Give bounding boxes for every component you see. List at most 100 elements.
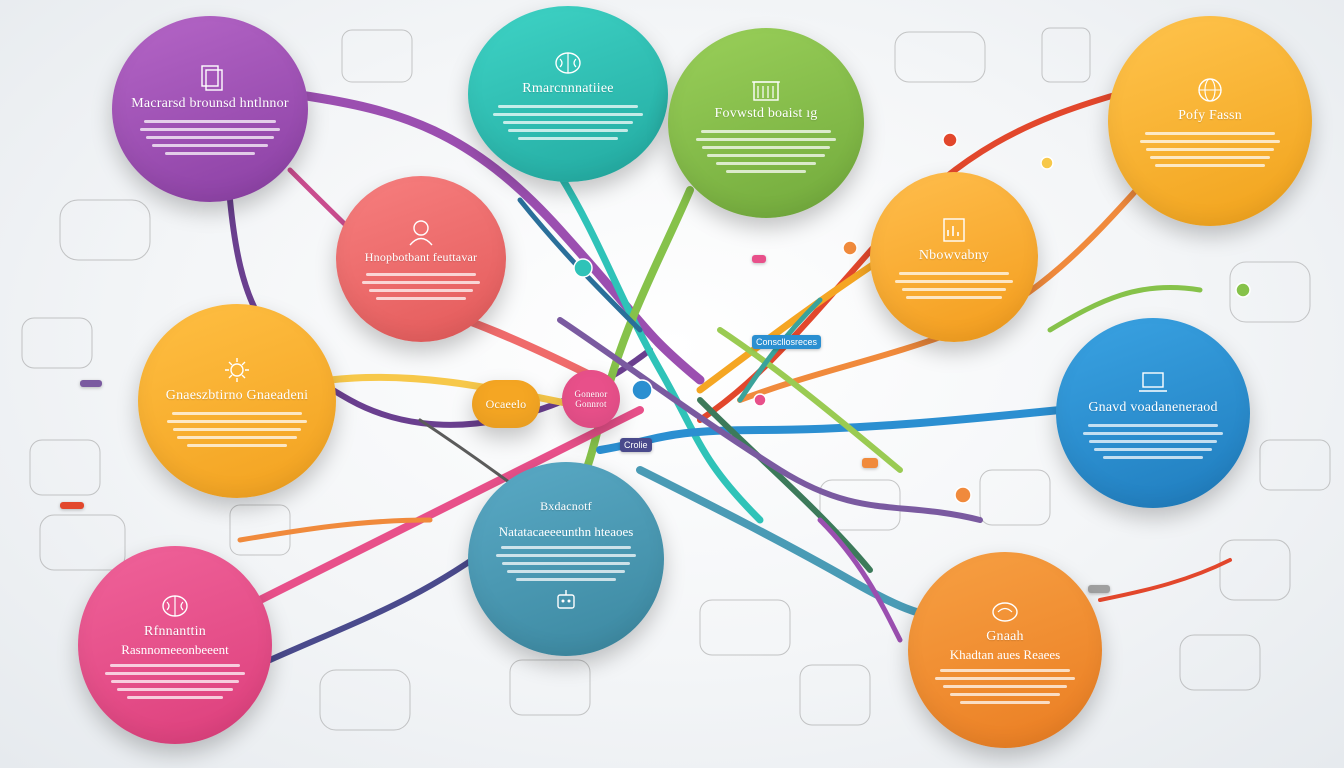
topic-text-lines bbox=[493, 104, 643, 140]
topic-text-lines bbox=[1083, 423, 1223, 459]
connector-tag[interactable] bbox=[1088, 585, 1110, 593]
topic-subtitle: Khadtan aues Reaees bbox=[949, 646, 1061, 662]
sketch-card bbox=[699, 599, 791, 656]
connector-tag[interactable]: Conscllosreces bbox=[752, 335, 822, 349]
sketch-card bbox=[59, 199, 151, 261]
topic-text-lines bbox=[167, 411, 307, 447]
topic-title: Gnaah bbox=[986, 628, 1024, 644]
sketch-card bbox=[509, 659, 591, 716]
topic-node-blue[interactable]: Gnavd voadaneneraod bbox=[1056, 318, 1250, 508]
person-icon bbox=[409, 220, 433, 246]
topic-node-orange-bottom[interactable]: Gnaah Khadtan aues Reaees bbox=[908, 552, 1102, 748]
hub-label-tag[interactable]: Crolie bbox=[620, 438, 652, 452]
laptop-icon bbox=[1139, 371, 1167, 392]
topic-node-coral[interactable]: Hnopbotbant feuttavar bbox=[336, 176, 506, 342]
ribbon-connector bbox=[697, 397, 873, 573]
topic-text-lines bbox=[105, 663, 245, 699]
topic-node-orange-left[interactable]: Gnaeszbtirno Gnaeadeni bbox=[138, 304, 336, 498]
connector-tag[interactable] bbox=[60, 502, 84, 509]
topic-node-pink[interactable]: Rfnnanttin Rasnnomeeonbeeent bbox=[78, 546, 272, 744]
topic-text-lines bbox=[696, 129, 836, 173]
topic-text-lines bbox=[362, 273, 480, 300]
connector-tag[interactable] bbox=[80, 380, 102, 387]
sketch-card bbox=[819, 479, 901, 531]
ribbon-connector bbox=[817, 517, 903, 643]
gear-icon bbox=[225, 357, 249, 382]
hub-node-title: Ocaeelo bbox=[485, 396, 527, 411]
sketch-card bbox=[799, 664, 871, 726]
sketch-card bbox=[29, 439, 101, 496]
junction-node[interactable] bbox=[954, 486, 972, 504]
connector-tag[interactable] bbox=[862, 458, 878, 468]
chart-icon bbox=[943, 217, 965, 242]
topic-text-lines bbox=[1140, 131, 1280, 167]
ribbon-connector bbox=[237, 517, 433, 543]
topic-title: Bxdacnotf bbox=[540, 499, 592, 513]
hand-icon bbox=[992, 601, 1018, 622]
document-stack-icon bbox=[201, 64, 223, 91]
ribbon-connector bbox=[1098, 558, 1232, 602]
sketch-card bbox=[1179, 634, 1261, 691]
topic-text-lines bbox=[935, 668, 1075, 704]
ribbon-connector bbox=[636, 466, 944, 624]
sketch-card bbox=[39, 514, 126, 571]
connector-tag[interactable] bbox=[752, 255, 766, 263]
ribbon-connector bbox=[1047, 284, 1203, 333]
building-icon bbox=[752, 80, 780, 101]
junction-node[interactable] bbox=[573, 258, 593, 278]
junction-node[interactable] bbox=[1235, 282, 1251, 298]
topic-title: Gnavd voadaneneraod bbox=[1088, 399, 1218, 415]
ribbon-connector bbox=[696, 256, 884, 394]
topic-title: Fovwstd boaist ıg bbox=[714, 105, 818, 121]
ribbon-connector bbox=[556, 171, 764, 524]
sketch-card bbox=[319, 669, 411, 731]
topic-title: Gnaeszbtirno Gnaeadeni bbox=[165, 387, 309, 403]
junction-node[interactable] bbox=[631, 379, 653, 401]
topic-text-lines bbox=[496, 546, 636, 581]
ribbon-connector bbox=[557, 317, 983, 523]
sketch-card bbox=[979, 469, 1051, 526]
topic-text-lines bbox=[895, 271, 1013, 299]
junction-node[interactable] bbox=[753, 393, 767, 407]
sketch-card bbox=[1041, 27, 1091, 83]
topic-node-purple[interactable]: Macrarsd brounsd hntlnnor bbox=[112, 16, 308, 202]
ribbon-connector bbox=[295, 90, 705, 385]
topic-subtitle: Natatacaeeeunthn hteaoes bbox=[498, 524, 634, 539]
topic-title: Rfnnanttin bbox=[144, 623, 206, 639]
topic-title: Hnopbotbant feuttavar bbox=[364, 250, 478, 264]
topic-text-lines bbox=[140, 119, 280, 155]
sketch-card bbox=[894, 31, 986, 83]
topic-node-amber[interactable]: Nbowvabny bbox=[870, 172, 1038, 342]
robot-icon bbox=[557, 590, 575, 609]
sketch-card bbox=[229, 504, 291, 556]
junction-node[interactable] bbox=[1040, 156, 1054, 170]
hub-node-orange[interactable]: Ocaeelo bbox=[472, 380, 540, 428]
topic-subtitle: Rasnnomeeonbeeent bbox=[121, 641, 229, 657]
topic-title: Rmarcnnnatiiee bbox=[522, 80, 614, 96]
ribbon-connector bbox=[326, 373, 604, 414]
sketch-card bbox=[1229, 261, 1311, 323]
hub-node-title: Gonenor Gonnrot bbox=[574, 389, 608, 409]
brain-icon bbox=[555, 51, 581, 74]
ribbon-connector bbox=[717, 327, 903, 473]
topic-title: Macrarsd brounsd hntlnnor bbox=[131, 95, 289, 111]
topic-node-steel[interactable]: Bxdacnotf Natatacaeeeunthn hteaoes bbox=[468, 462, 664, 656]
hub-node-pink[interactable]: Gonenor Gonnrot bbox=[562, 370, 620, 428]
sketch-card bbox=[1259, 439, 1331, 491]
topic-node-teal[interactable]: Rmarcnnnatiiee bbox=[468, 6, 668, 182]
junction-node[interactable] bbox=[842, 240, 858, 256]
topic-node-yellow[interactable]: Pofy Fassn bbox=[1108, 16, 1312, 226]
ribbon-connector bbox=[737, 297, 823, 403]
junction-nodes bbox=[573, 132, 1251, 504]
junction-node[interactable] bbox=[942, 132, 958, 148]
sketch-card bbox=[21, 317, 93, 369]
ribbon-connector bbox=[267, 537, 503, 663]
sketch-card bbox=[341, 29, 413, 83]
brain-icon bbox=[162, 594, 188, 617]
topic-node-green[interactable]: Fovwstd boaist ıg bbox=[668, 28, 864, 218]
topic-title: Nbowvabny bbox=[918, 247, 990, 263]
sketch-card bbox=[1219, 539, 1291, 601]
topic-title: Pofy Fassn bbox=[1178, 107, 1242, 123]
globe-icon bbox=[1198, 77, 1222, 102]
